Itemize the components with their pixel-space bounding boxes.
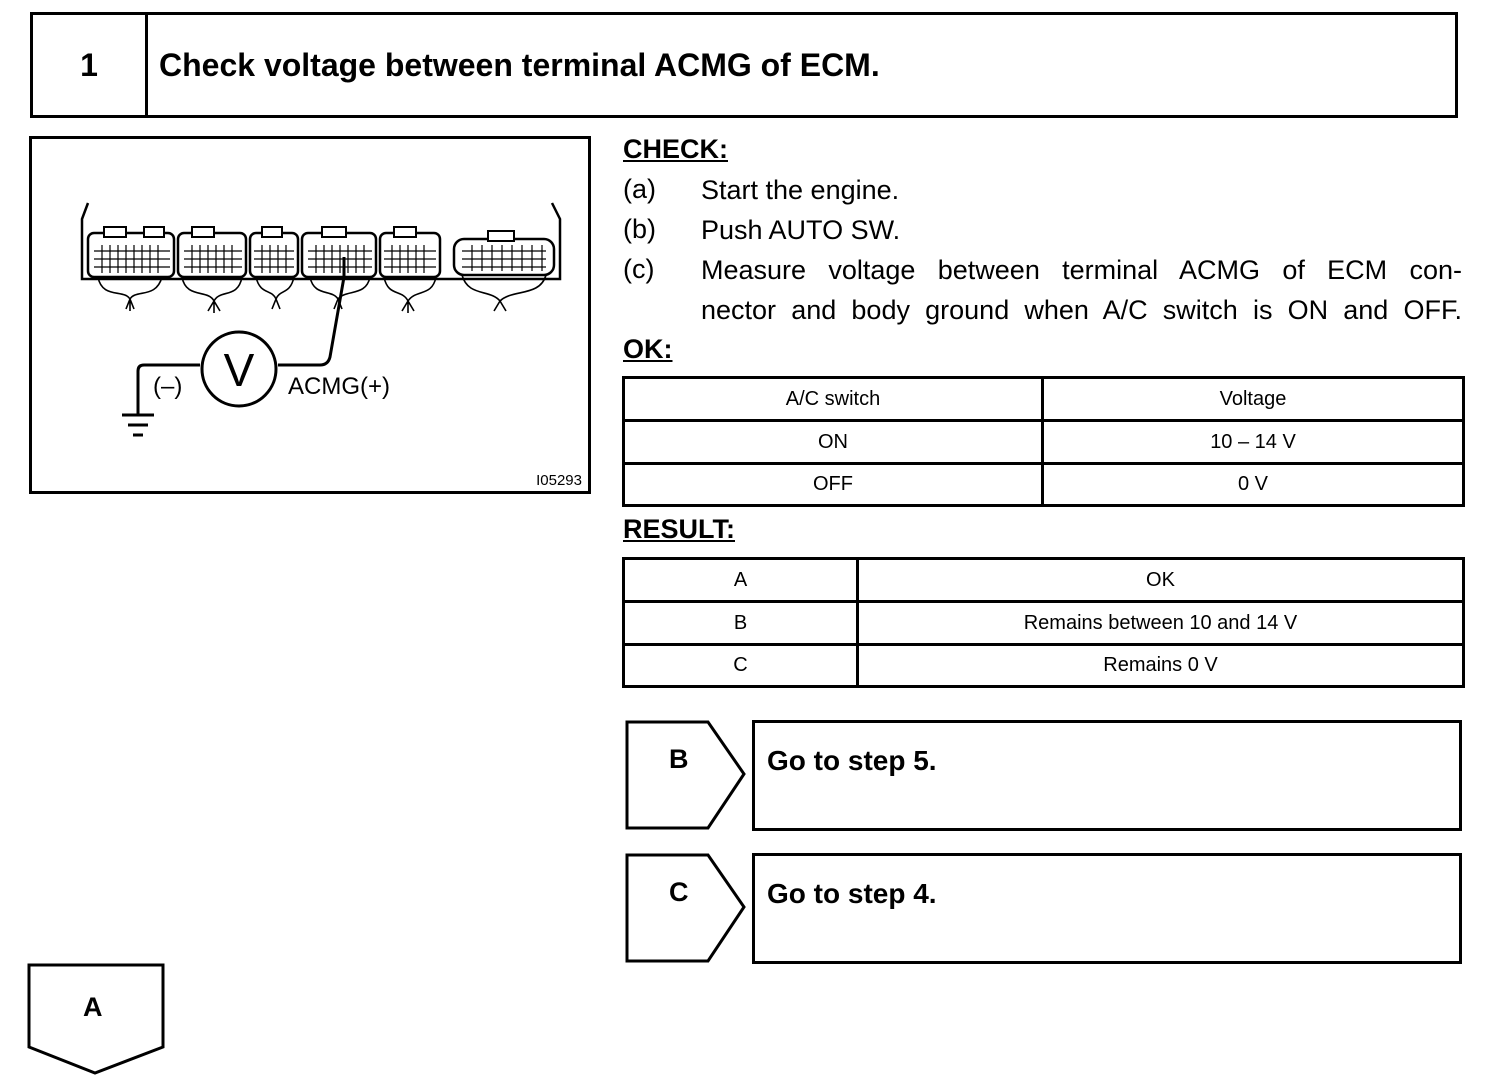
check-step-c-line1: Measure voltage between terminal ACMG of… (701, 255, 1462, 285)
step-number: 1 (33, 15, 148, 115)
check-step-b-letter: (b) (623, 214, 656, 244)
check-heading: CHECK: (623, 134, 728, 164)
result-b-tag: B (669, 744, 689, 774)
ecm-connector-6 (452, 237, 556, 277)
ecm-wiring-figure: V (–) ACMG(+) I05293 (80, 202, 582, 489)
check-step-a-letter: (a) (623, 174, 656, 204)
negative-terminal-label: (–) (153, 373, 182, 400)
result-table: A OK B Remains between 10 and 14 V C Rem… (622, 557, 1465, 688)
ecm-connector-1 (86, 231, 176, 279)
step-header: 1 Check voltage between terminal ACMG of… (30, 12, 1458, 118)
result-c-action-box: Go to step 4. (752, 853, 1462, 964)
table-header-cell: A/C switch (622, 376, 1044, 422)
table-cell: Remains between 10 and 14 V (856, 600, 1465, 646)
ok-spec-table: A/C switch Voltage ON 10 – 14 V OFF 0 V (622, 376, 1465, 507)
negative-probe-lead (136, 363, 200, 415)
next-step-a-tag-arrow (27, 963, 165, 1075)
table-cell: B (622, 600, 859, 646)
result-b-tag-arrow (625, 720, 746, 830)
table-header-cell: Voltage (1041, 376, 1465, 422)
check-step-c-letter: (c) (623, 254, 655, 284)
step-title: Check voltage between terminal ACMG of E… (159, 46, 880, 83)
result-b-action-box: Go to step 5. (752, 720, 1462, 831)
check-step-b-text: Push AUTO SW. (701, 215, 901, 245)
next-step-a-tag: A (83, 992, 103, 1022)
ecm-connector-3 (248, 231, 300, 279)
table-cell: ON (622, 419, 1044, 465)
table-cell: OFF (622, 462, 1044, 507)
result-c-action-text: Go to step 4. (767, 878, 937, 909)
table-row: C Remains 0 V (622, 643, 1465, 688)
figure-code: I05293 (536, 472, 582, 489)
ecm-connector-4 (300, 231, 378, 279)
result-heading: RESULT: (623, 514, 735, 544)
acmg-terminal-label: ACMG(+) (288, 373, 390, 400)
table-cell: A (622, 557, 859, 603)
table-cell: Remains 0 V (856, 643, 1465, 688)
ecm-connector-illustration: V (–) ACMG(+) I05293 (29, 136, 591, 494)
voltmeter-symbol: V (224, 344, 255, 396)
result-c-tag-arrow (625, 853, 746, 963)
table-row: A OK (622, 557, 1465, 603)
voltmeter-icon (200, 330, 278, 408)
ok-heading: OK: (623, 334, 673, 364)
ecm-housing-outline (80, 202, 562, 281)
table-cell: C (622, 643, 859, 688)
ecm-connector-2 (176, 231, 248, 279)
table-row: OFF 0 V (622, 462, 1465, 507)
table-row: B Remains between 10 and 14 V (622, 600, 1465, 646)
table-row: ON 10 – 14 V (622, 419, 1465, 465)
result-c-tag: C (669, 877, 689, 907)
table-cell: 0 V (1041, 462, 1465, 507)
table-cell: OK (856, 557, 1465, 603)
result-b-action-text: Go to step 5. (767, 745, 937, 776)
table-header-row: A/C switch Voltage (622, 376, 1465, 422)
ground-icon (122, 413, 154, 437)
ecm-connector-5 (378, 231, 442, 279)
table-cell: 10 – 14 V (1041, 419, 1465, 465)
check-step-a-text: Start the engine. (701, 175, 900, 205)
check-step-c-line2: nector and body ground when A/C switch i… (701, 295, 1462, 325)
positive-probe-lead (278, 257, 346, 367)
